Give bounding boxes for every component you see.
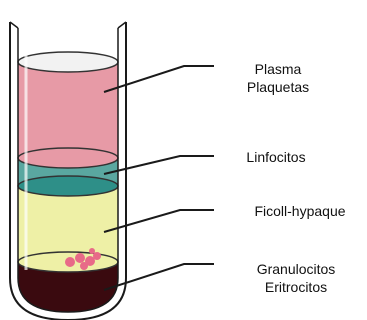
label-plasma-line2: Plaquetas [238,78,318,96]
leader-line-linfocitos [104,156,214,174]
label-linfocitos-line1: Linfocitos [236,148,316,166]
label-plasma-line1: Plasma [238,60,318,78]
tube-rim-left [10,22,18,28]
ficoll-top-surface [18,176,118,196]
ficoll-layer [18,186,118,262]
label-linfocitos: Linfocitos [236,148,316,166]
leader-line-plasma [104,66,214,92]
linfocitos-top-surface [18,148,118,168]
label-ficoll: Ficoll-hypaque [240,202,360,220]
label-ficoll-line1: Ficoll-hypaque [240,202,360,220]
tube-rim-right [118,22,126,28]
label-granulocitos-line2: Eritrocitos [246,278,346,296]
label-granulocitos: Granulocitos Eritrocitos [246,260,346,296]
label-granulocitos-line1: Granulocitos [246,260,346,278]
leader-line-ficoll [104,210,214,232]
plasma-layer [18,62,118,158]
label-plasma: Plasma Plaquetas [238,60,318,96]
plasma-top-surface [18,52,118,72]
leader-line-granulocitos [104,264,214,290]
